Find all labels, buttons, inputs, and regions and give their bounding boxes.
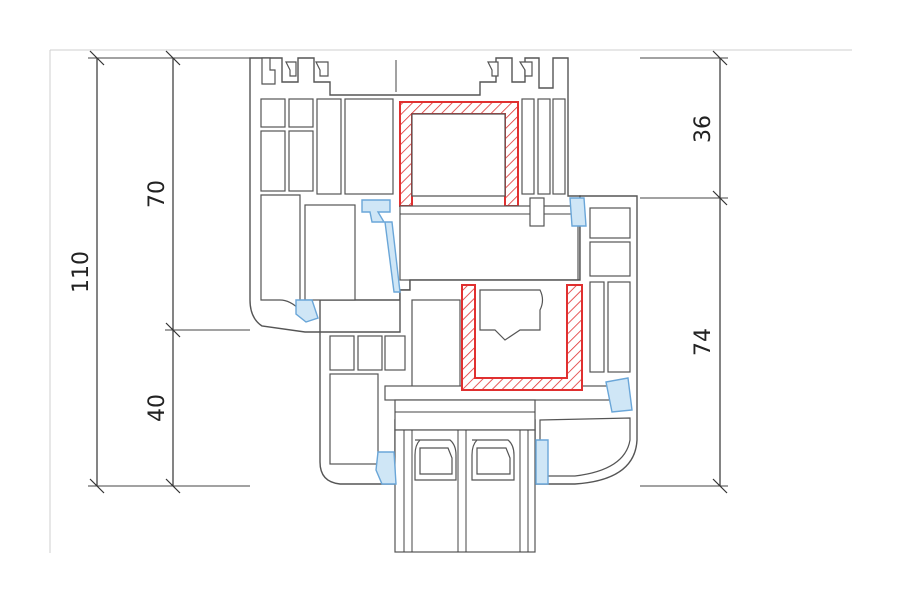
dimension-label-110: 110 (69, 251, 94, 293)
lower-steel-reinforcement (461, 284, 583, 391)
dimension-label-70: 70 (145, 180, 170, 208)
left-dimension-lines (88, 50, 250, 494)
glazing-unit (394, 399, 536, 553)
dimension-label-36: 36 (691, 115, 716, 143)
drawing-frame (49, 49, 852, 553)
gaskets (295, 197, 633, 485)
dimension-label-40: 40 (145, 394, 170, 422)
center-chamber (399, 197, 579, 281)
dimension-label-74: 74 (691, 328, 716, 356)
upper-steel-reinforcement (399, 101, 519, 207)
right-dimension-lines (640, 50, 728, 494)
